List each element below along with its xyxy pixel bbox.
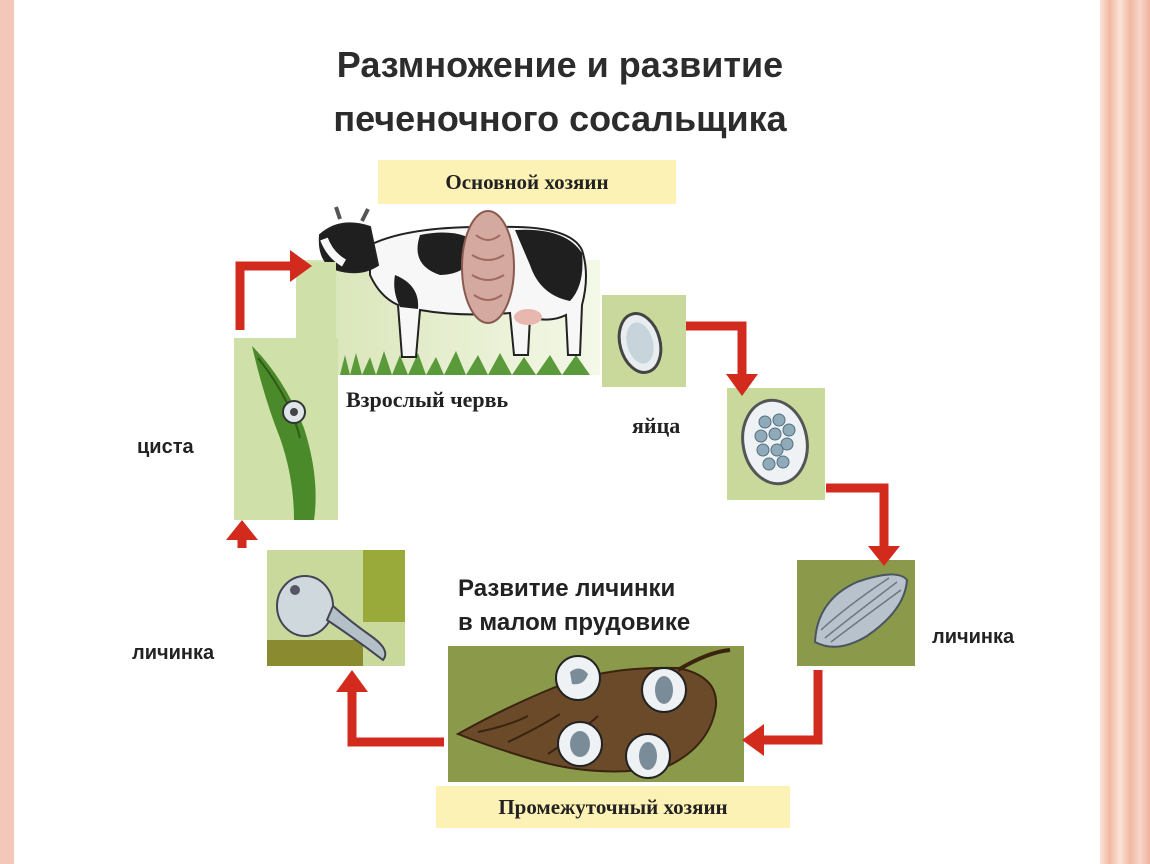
cyst-panel	[234, 338, 338, 520]
slide-border-right	[1100, 0, 1150, 864]
snail-image	[455, 648, 731, 779]
arrow-snail-to-larva	[347, 690, 444, 747]
arrow-larva-to-snail	[762, 670, 823, 745]
tadpole-larva-panel	[267, 550, 405, 666]
cow-panel	[300, 205, 600, 375]
arrowhead-snail	[742, 724, 764, 756]
snail-caption-line-2: в малом прудовике	[458, 609, 691, 636]
cyst-on-grass-image	[252, 346, 316, 520]
title-line-2: печеночного сосальщика	[333, 98, 787, 139]
adult-worm-label: Взрослый червь	[346, 387, 509, 412]
larva-right-label: личинка	[932, 626, 1015, 648]
egg-image	[617, 312, 663, 374]
snail-panel	[448, 646, 744, 782]
snail-caption: Развитие личинки в малом прудовике	[458, 572, 690, 640]
ciliated-larva-image	[813, 573, 909, 648]
arrow-egg-to-egg	[686, 321, 747, 376]
slide-border-left	[0, 0, 14, 864]
main-host-label: Основной хозяин	[378, 160, 676, 204]
egg-small-panel	[602, 295, 686, 387]
arrowhead-cyst	[226, 520, 258, 540]
ciliated-larva-panel	[797, 560, 915, 666]
eggs-label: яйца	[632, 413, 681, 438]
lifecycle-arrows	[226, 250, 900, 756]
arrow-egg-to-larva	[826, 483, 889, 548]
egg-large-panel	[727, 388, 825, 500]
egg-with-cells-image	[741, 398, 809, 486]
arrow-cyst-to-adult	[235, 261, 292, 330]
arrowhead-larva-left	[336, 670, 368, 692]
larva-left-label: личинка	[132, 642, 215, 664]
diagram-title: Размножение и развитие печеночного сосал…	[200, 38, 920, 146]
arrowhead-egg	[726, 374, 758, 396]
cow-image	[300, 206, 600, 375]
snail-caption-line-1: Развитие личинки	[458, 575, 676, 602]
tadpole-larva-image	[267, 550, 405, 666]
arrowhead-larva-right	[868, 546, 900, 566]
arrowhead-adult	[290, 250, 312, 282]
intermediate-host-label: Промежуточный хозяин	[436, 786, 790, 828]
title-line-1: Размножение и развитие	[336, 44, 784, 85]
cyst-label: циста	[137, 436, 194, 458]
